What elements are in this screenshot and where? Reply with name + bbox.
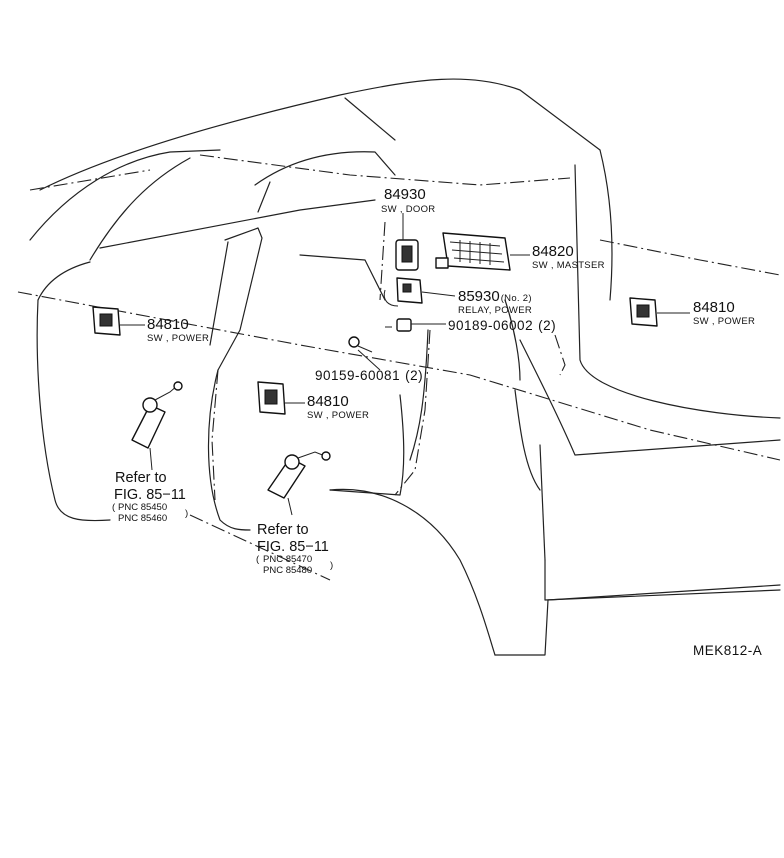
ref2-paren-open: (	[256, 554, 260, 565]
label-sw-door: 84930 SW , DOOR	[381, 186, 435, 215]
front-door-bottom	[36, 299, 111, 522]
sw-master-name: SW , MASTSER	[532, 260, 605, 271]
rear-door-rear-edge	[409, 329, 429, 461]
quarter-panel-line	[519, 339, 781, 456]
b-pillar-top	[254, 151, 396, 186]
label-sw-power-mid: 84810 SW , POWER	[307, 393, 369, 421]
sw-power-left-name: SW , POWER	[147, 333, 209, 344]
reference-block-2: Refer to FIG. 85−11 ( PNC 85470 PNC 8548…	[256, 522, 333, 576]
roof-edge	[344, 97, 396, 141]
rear-quarter-window	[574, 164, 781, 419]
bumper-top	[544, 559, 781, 601]
ref1-pnc2: PNC 85460	[118, 513, 167, 524]
bolt-b-number: 90159-60081 (2)	[315, 368, 423, 383]
rear-door-front-edge	[207, 369, 251, 531]
relay-name: RELAY, POWER	[458, 305, 532, 316]
lock-actuator-left-part	[131, 381, 183, 471]
wiring-main	[17, 291, 781, 461]
quarter-rear-edge	[539, 444, 546, 561]
sw-door-name: SW , DOOR	[381, 204, 435, 215]
a-pillar	[29, 149, 221, 241]
c-pillar	[599, 149, 613, 301]
wheel-arch	[329, 488, 496, 656]
power-switch-mid-part	[257, 381, 305, 415]
ref2-pnc2: PNC 85480	[263, 565, 312, 576]
label-bolt-a: 90189-06002 (2)	[448, 318, 556, 333]
front-window-frame	[89, 157, 191, 261]
label-sw-master: 84820 SW , MASTSER	[532, 243, 605, 271]
rear-door-window	[299, 254, 386, 301]
ref1-line1: Refer to	[115, 470, 167, 486]
ref2-line1: Refer to	[257, 522, 309, 538]
roof-line	[39, 78, 601, 191]
label-relay: 85930(No. 2) RELAY, POWER	[458, 288, 532, 316]
ref1-paren-close: )	[185, 508, 188, 519]
b-pillar-inner	[257, 181, 271, 213]
label-sw-power-left: 84810 SW , POWER	[147, 316, 209, 344]
wiring-door-edge	[211, 369, 219, 501]
rear-door-bottom	[329, 394, 405, 496]
power-switch-left-part	[92, 306, 145, 336]
ref1-paren-open: (	[112, 502, 116, 513]
master-switch-part	[435, 232, 530, 271]
rocker-panel	[494, 584, 781, 656]
door-edge	[209, 241, 229, 346]
sw-power-right-number: 84810	[693, 299, 735, 316]
bolt-a-part-number: 90189-06002	[448, 318, 533, 333]
relay-part	[383, 277, 456, 307]
window-sill-line	[99, 199, 376, 249]
front-door-top	[37, 261, 91, 301]
reference-block-1: Refer to FIG. 85−11 ( PNC 85450 PNC 8546…	[112, 470, 188, 524]
label-sw-power-right: 84810 SW , POWER	[693, 299, 755, 327]
ref1-line2: FIG. 85−11	[114, 487, 186, 503]
wiring-relay	[554, 334, 566, 376]
lock-actuator-rear-part	[267, 451, 331, 516]
relay-number-suffix: (No. 2)	[501, 293, 532, 304]
bolt-b-part-number: 90159-60081	[315, 368, 400, 383]
relay-number-main: 85930	[458, 288, 500, 305]
sw-power-right-name: SW , POWER	[693, 316, 755, 327]
relay-number: 85930(No. 2)	[458, 288, 532, 305]
wiring-front	[29, 169, 151, 191]
label-bolt-b: 90159-60081 (2)	[315, 368, 423, 383]
wiring-door-sw	[379, 221, 386, 301]
sw-master-number: 84820	[532, 243, 574, 260]
door-handle-pillar	[217, 227, 263, 371]
quarter-upper	[504, 299, 521, 381]
vehicle-body-outline	[29, 78, 781, 656]
bolt-part	[348, 336, 381, 371]
ref2-paren-close: )	[330, 560, 333, 571]
ref2-line2: FIG. 85−11	[257, 539, 329, 555]
power-switch-right-part	[629, 297, 690, 327]
bolt-a-qty: (2)	[538, 318, 556, 333]
diagram-code: MEK812-A	[693, 643, 762, 658]
wiring-rear	[599, 239, 781, 276]
sw-door-number: 84930	[384, 186, 426, 203]
wiring-lines	[17, 154, 781, 581]
wiring-rear-door	[394, 329, 431, 496]
wiring-lower	[189, 514, 331, 581]
quarter-curve	[514, 389, 541, 491]
ref2-pnc1: PNC 85470	[263, 554, 312, 565]
bolt-a-number: 90189-06002 (2)	[448, 318, 556, 333]
wiring-roof	[199, 154, 571, 186]
bolt-b-qty: (2)	[405, 368, 423, 383]
sw-power-mid-name: SW , POWER	[307, 410, 369, 421]
door-switch-part	[395, 213, 419, 271]
sw-power-left-number: 84810	[147, 316, 189, 333]
ref1-pnc1: PNC 85450	[118, 502, 167, 513]
sw-power-mid-number: 84810	[307, 393, 349, 410]
clip-part	[385, 318, 446, 332]
